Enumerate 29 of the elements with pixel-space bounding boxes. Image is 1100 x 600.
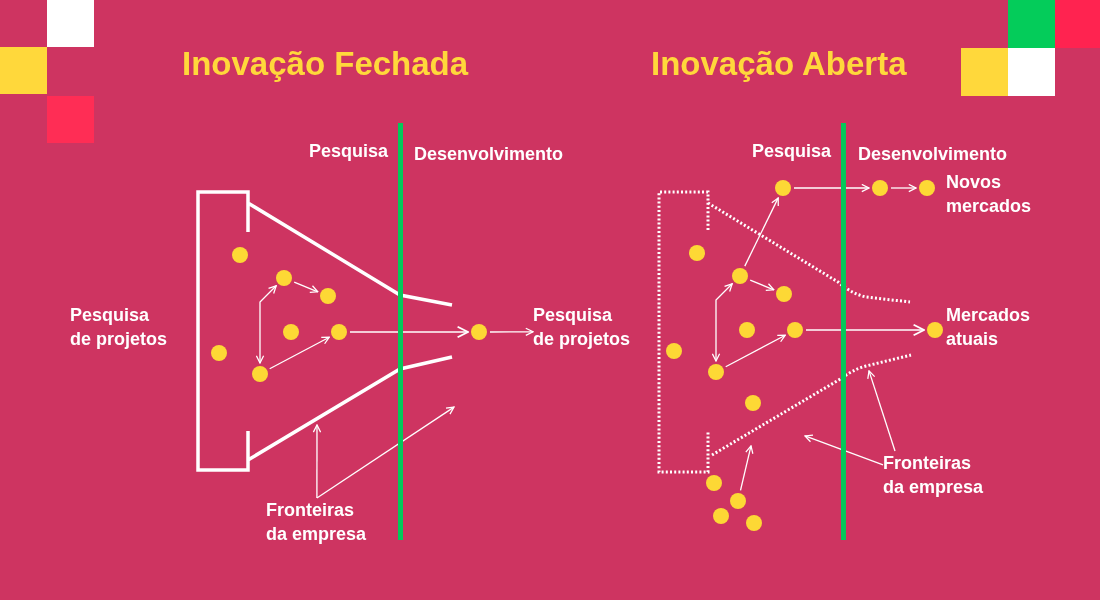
- phase-label: Desenvolvimento: [414, 143, 564, 166]
- arrow: [749, 279, 775, 292]
- double-arrow: [711, 283, 733, 362]
- arrow: [312, 424, 322, 499]
- double-arrow: [255, 285, 277, 364]
- arrow: [725, 334, 786, 368]
- phase-label: Desenvolvimento: [858, 143, 1008, 166]
- arrow: [269, 336, 330, 370]
- callout-text: Fronteiras da empresa: [266, 498, 372, 546]
- arrow: [867, 370, 896, 452]
- arrow: [804, 434, 884, 466]
- arrow: [293, 281, 319, 294]
- phase-label: Pesquisa: [309, 140, 389, 163]
- arrow: [349, 325, 469, 339]
- input-label: Pesquisa de projetos: [70, 304, 168, 351]
- arrow: [744, 197, 779, 267]
- market-label: Mercados atuais: [946, 304, 1032, 351]
- phase-label: Pesquisa: [752, 140, 832, 163]
- arrow: [489, 327, 534, 337]
- arrow: [890, 183, 917, 193]
- arrow: [316, 406, 455, 499]
- output-label: Pesquisa de projetos: [533, 303, 634, 351]
- heading: Inovação Fechada: [182, 44, 469, 84]
- arrow: [793, 183, 870, 193]
- market-label: Novos mercados: [946, 171, 1033, 218]
- arrow: [805, 323, 925, 337]
- arrow: [739, 445, 754, 491]
- heading: Inovação Aberta: [651, 44, 907, 84]
- callout-text: Fronteiras da empresa: [883, 451, 989, 499]
